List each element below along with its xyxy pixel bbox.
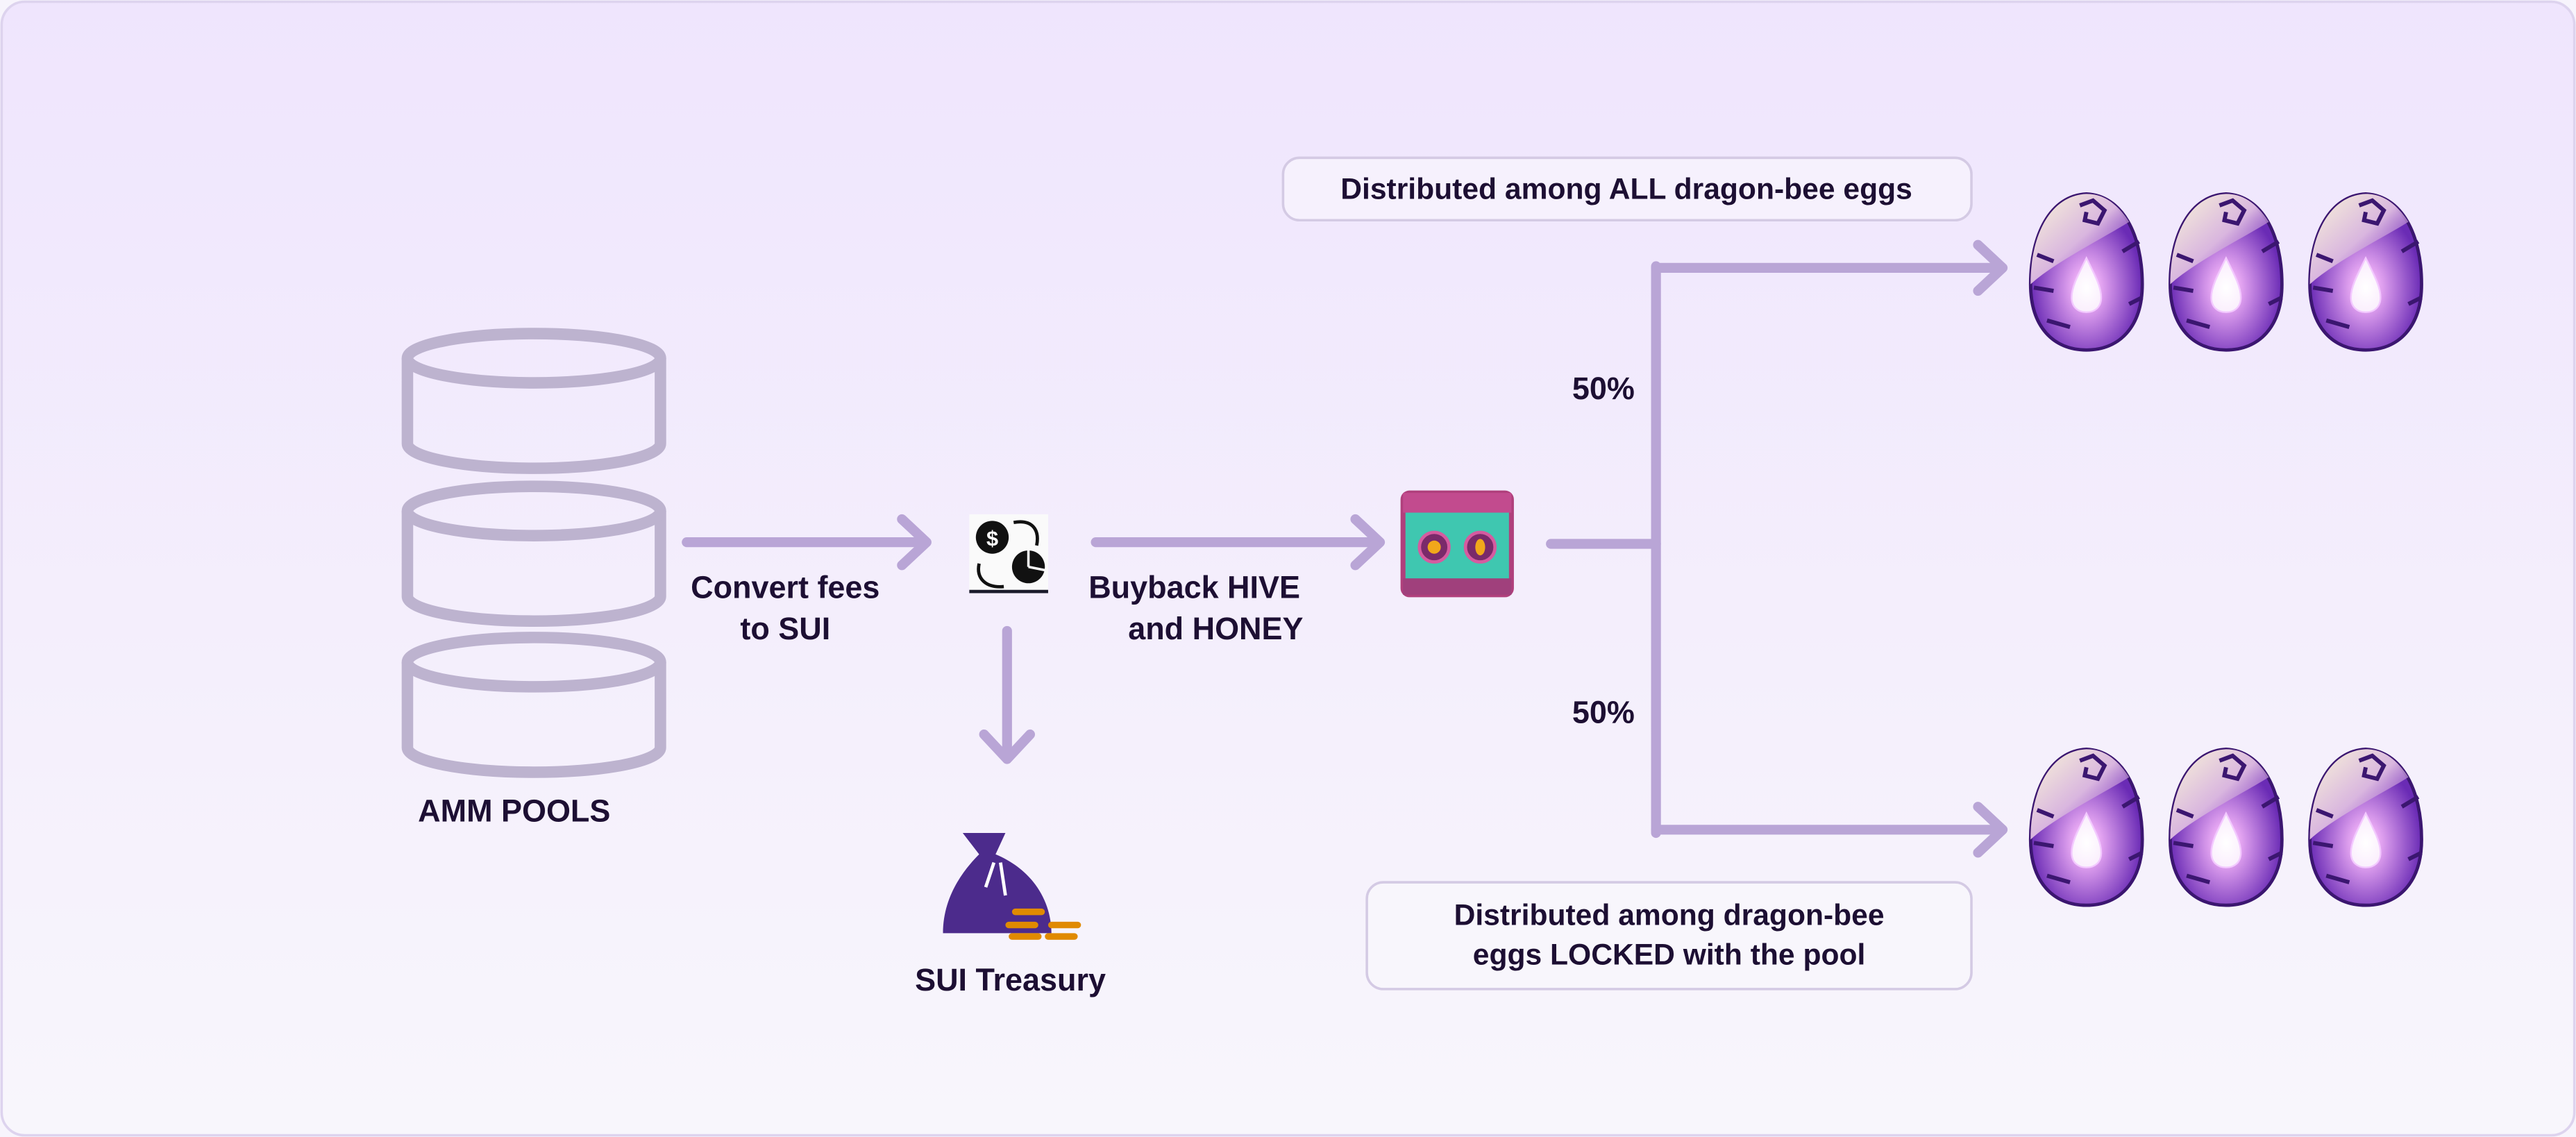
arrow-to-locked-eggs [1651, 802, 2008, 858]
buyback-label-line2: and HONEY [1128, 611, 1303, 646]
top-split-percent: 50% [1572, 371, 1635, 406]
dragon-bee-egg-icon [2310, 194, 2422, 350]
locked-eggs-label: Distributed among dragon-bee [1454, 899, 1885, 932]
dragon-bee-egg-icon [2030, 194, 2142, 350]
arrow-to-all-eggs [1651, 239, 2008, 296]
arrow-convert-to-buyback [1091, 514, 1386, 571]
dragon-bee-egg-icon [2170, 194, 2282, 350]
arrow-convert-to-treasury [979, 625, 1036, 764]
locked-eggs-label-box [1365, 881, 1973, 991]
all-eggs-label: Distributed among ALL dragon-bee eggs [1340, 172, 1912, 205]
locked-dragon-bee-eggs [2030, 749, 2421, 905]
convert-fees-label: Convert fees [691, 570, 879, 605]
arrow-pools-to-convert [682, 514, 932, 571]
all-eggs-label-box [1281, 156, 1973, 222]
sui-treasury-label: SUI Treasury [915, 962, 1106, 997]
hive-chest-icon [1400, 490, 1514, 598]
locked-eggs-label-line2: eggs LOCKED with the pool [1473, 938, 1866, 971]
all-dragon-bee-eggs [2030, 194, 2421, 350]
buyback-label: Buyback HIVE [1088, 570, 1300, 605]
svg-text:$: $ [986, 526, 998, 550]
dragon-bee-egg-icon [2170, 749, 2282, 905]
split-connector [1546, 261, 1661, 839]
arrows [682, 239, 2008, 858]
amm-pools-label: AMM POOLS [418, 793, 610, 828]
bottom-split-percent: 50% [1572, 694, 1635, 730]
money-bag-icon [943, 833, 1081, 940]
dragon-bee-egg-icon [2310, 749, 2422, 905]
dragon-bee-egg-icon [2030, 749, 2142, 905]
currency-exchange-icon: $ [969, 514, 1048, 593]
convert-fees-label-line2: to SUI [740, 611, 830, 646]
